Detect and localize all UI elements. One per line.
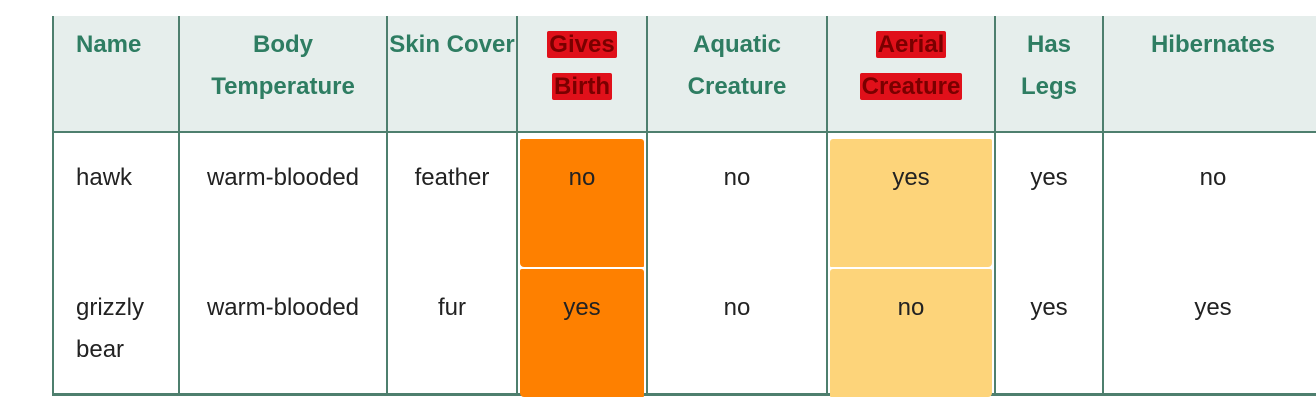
header-row: Name Body Temperature Skin Cover Gives B… bbox=[52, 16, 1316, 133]
cell-has-legs: yes bbox=[994, 132, 1104, 263]
cell-name: grizzly bear bbox=[52, 263, 180, 396]
cell-aerial-creature: no bbox=[826, 263, 996, 397]
header-skin-cover: Skin Cover bbox=[386, 16, 518, 133]
cell-name: hawk bbox=[52, 132, 180, 263]
table-row: hawk warm-blooded feather no no yes yes … bbox=[52, 132, 1316, 266]
cell-gives-birth: yes bbox=[516, 263, 648, 397]
header-gives-birth: Gives Birth bbox=[516, 16, 648, 133]
cell-hibernates: yes bbox=[1102, 263, 1316, 396]
cell-body-temperature: warm-blooded bbox=[178, 263, 388, 396]
cell-has-legs: yes bbox=[994, 263, 1104, 396]
header-aquatic-creature: Aquatic Creature bbox=[646, 16, 828, 133]
cell-skin-cover: feather bbox=[386, 132, 518, 263]
cell-gives-birth: no bbox=[516, 132, 648, 266]
table-row: grizzly bear warm-blooded fur yes no no … bbox=[52, 263, 1316, 397]
header-has-legs: Has Legs bbox=[994, 16, 1104, 133]
cell-hibernates: no bbox=[1102, 132, 1316, 263]
cell-skin-cover: fur bbox=[386, 263, 518, 396]
header-aerial-creature: Aerial Creature bbox=[826, 16, 996, 133]
animal-attributes-table: Name Body Temperature Skin Cover Gives B… bbox=[52, 16, 1316, 397]
cell-body-temperature: warm-blooded bbox=[178, 132, 388, 263]
cell-aquatic-creature: no bbox=[646, 263, 828, 396]
header-hibernates: Hibernates bbox=[1102, 16, 1316, 133]
cell-aquatic-creature: no bbox=[646, 132, 828, 263]
red-highlight-marker: Gives Birth bbox=[547, 31, 617, 100]
header-name: Name bbox=[52, 16, 180, 133]
red-highlight-marker: Aerial Creature bbox=[859, 31, 963, 100]
cell-aerial-creature: yes bbox=[826, 132, 996, 266]
header-body-temperature: Body Temperature bbox=[178, 16, 388, 133]
